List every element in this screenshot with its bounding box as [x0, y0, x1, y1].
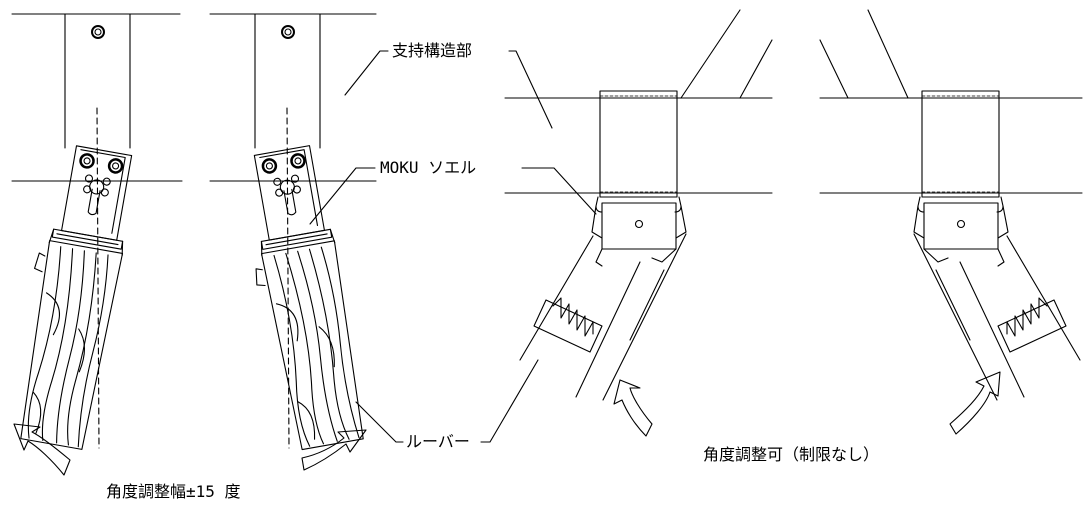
label-angle-range: 角度調整幅±15 度: [106, 482, 241, 501]
figure-3-moku-sole-free-angle: [504, 9, 773, 437]
label-louver: ルーバー: [406, 432, 470, 451]
label-angle-unlimited: 角度調整可（制限なし）: [703, 445, 880, 464]
figure-1-louver-tilt-left: [11, 13, 183, 476]
label-moku-sole: MOKU ソエル: [380, 158, 477, 177]
leader-lines: [309, 50, 597, 443]
figure-2-louver-tilt-right: [209, 13, 377, 471]
figure-4-moku-sole-free-angle: [819, 9, 1083, 435]
label-support-structure: 支持構造部: [392, 41, 473, 60]
